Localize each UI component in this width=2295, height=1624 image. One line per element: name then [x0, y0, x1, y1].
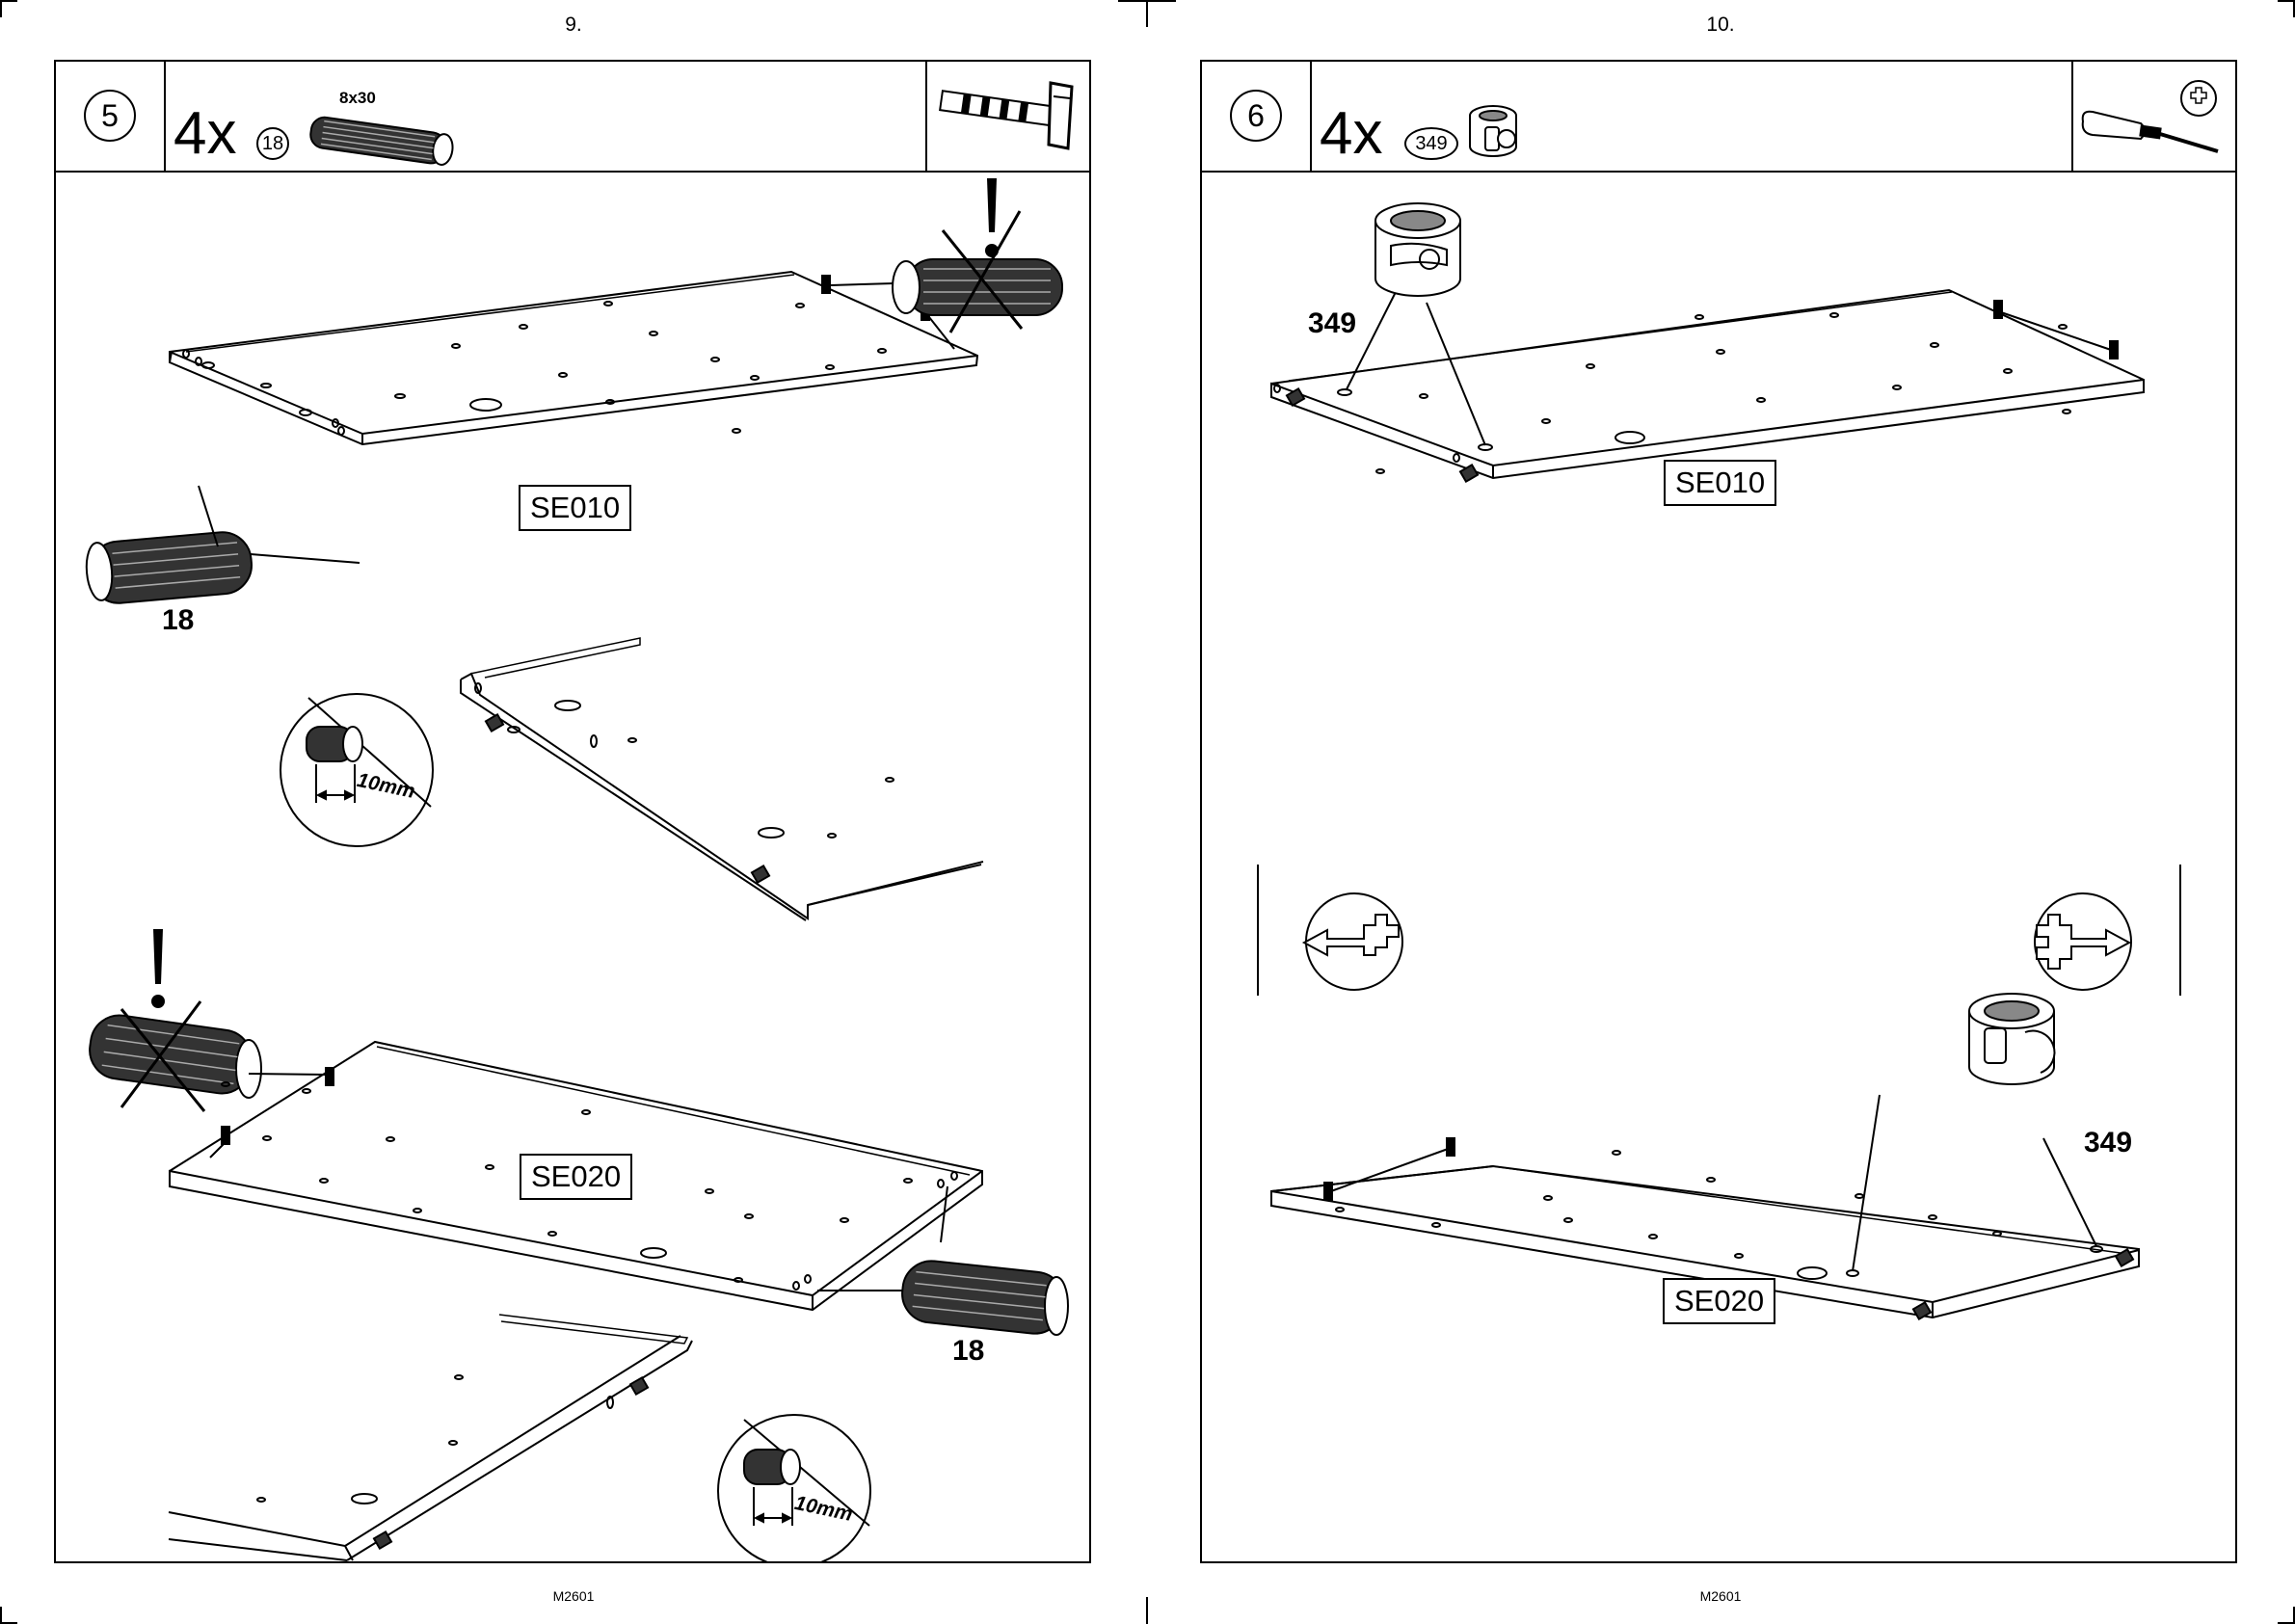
step-6-panel: 6 4x 349	[1200, 60, 2237, 1563]
dowel-icon	[299, 116, 463, 166]
cam-label: 349	[1308, 307, 1356, 340]
panel-label: SE020	[1663, 1278, 1775, 1324]
crop-mark	[1146, 0, 1148, 27]
warning-mark	[985, 178, 999, 257]
page-number: 9.	[477, 13, 670, 37]
phillips-screwdriver-icon	[2073, 62, 2231, 171]
page-number: 10.	[1624, 13, 1817, 37]
dowel-label: 18	[162, 604, 194, 637]
document-code: M2601	[477, 1588, 670, 1604]
dowel-18	[84, 486, 360, 605]
step-header: 6 4x 349	[1202, 62, 2235, 173]
part-number: 349	[1404, 127, 1458, 160]
panel-label: SE020	[520, 1154, 632, 1200]
crop-mark	[0, 0, 17, 2]
step-number: 6	[1230, 90, 1282, 142]
board-se010	[1271, 288, 2144, 482]
document-code: M2601	[1624, 1588, 1817, 1604]
cam-label: 349	[2084, 1127, 2132, 1159]
dowel-label: 18	[952, 1335, 984, 1368]
tool-box	[2071, 62, 2235, 171]
step-header: 5 4x 18 8x30	[56, 62, 1089, 173]
step-number: 5	[84, 90, 136, 142]
crop-mark	[1146, 1597, 1148, 1624]
rotate-left-icon	[1304, 893, 1402, 990]
part-size: 8x30	[339, 89, 376, 108]
cam-lock-349	[1969, 994, 2054, 1084]
dowel-18	[899, 1258, 1068, 1336]
rotate-right-icon	[2035, 893, 2131, 990]
crop-mark	[0, 0, 2, 17]
assembly-illustration: SE010 SE020 349 349	[1202, 173, 2235, 1561]
detail-circle	[718, 1415, 870, 1561]
step-number-box: 6	[1202, 62, 1312, 171]
hammer-icon	[927, 62, 1085, 171]
part-number: 18	[256, 127, 289, 160]
panel-label: SE010	[519, 485, 631, 531]
cam-lock-icon	[1464, 102, 1522, 160]
crop-mark	[1118, 0, 1176, 2]
board-se010	[170, 272, 977, 444]
quantity: 4x	[173, 104, 236, 164]
side-panel-bottom	[169, 1315, 692, 1560]
detail-circle	[280, 694, 433, 846]
crossed-out-dowel	[86, 1001, 261, 1111]
warning-mark	[151, 929, 165, 1008]
step-number-box: 5	[56, 62, 166, 171]
crossed-out-dowel	[893, 211, 1062, 333]
panel-label: SE010	[1664, 460, 1776, 506]
tool-box	[925, 62, 1089, 171]
step-5-panel: 5 4x 18 8x30	[54, 60, 1091, 1563]
quantity: 4x	[1320, 104, 1382, 164]
side-panel-top	[461, 638, 983, 920]
cam-lock-349	[1375, 203, 1460, 296]
assembly-illustration: SE010 SE020 18 18 10mm 10mm	[56, 173, 1089, 1561]
